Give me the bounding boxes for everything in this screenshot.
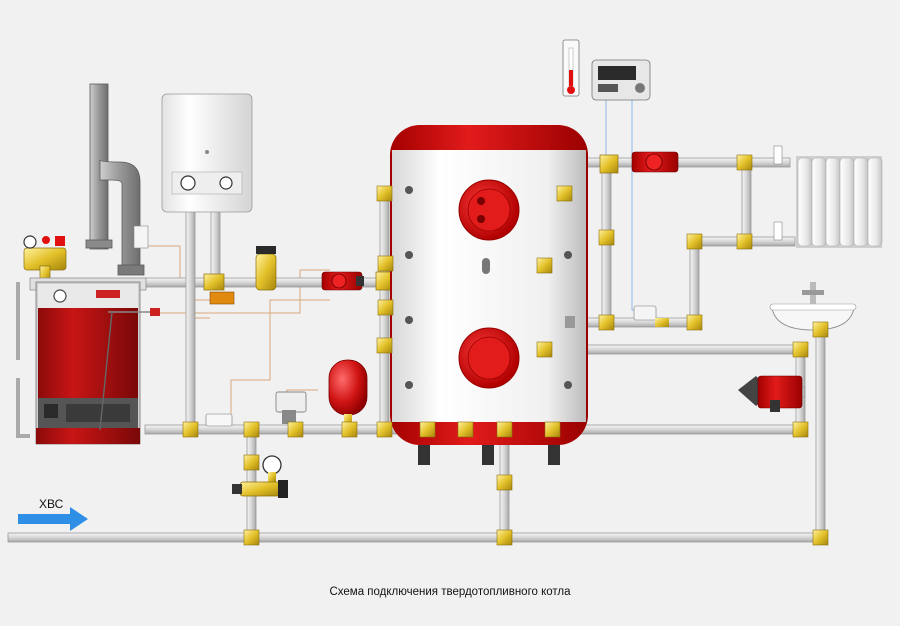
buffer-tank (390, 125, 588, 465)
circulation-pump-right (599, 151, 679, 327)
chimney (85, 83, 145, 276)
fill-valve-group (232, 455, 288, 498)
gas-boiler (133, 93, 253, 249)
cold-water-arrow (18, 507, 88, 531)
cold-water-label: ХВС (39, 497, 64, 511)
valve-group-left (203, 246, 395, 305)
pellet-burner (738, 375, 803, 412)
expansion-vessel (328, 359, 368, 426)
temperature-controller (591, 59, 651, 101)
pipe-fittings (182, 154, 829, 546)
safety-group (23, 235, 67, 283)
radiator (773, 145, 883, 248)
thermometer (562, 39, 580, 97)
pressure-switch (205, 391, 307, 427)
solid-fuel-boiler (16, 277, 160, 445)
diagram-caption: Схема подключения твердотопливного котла (329, 586, 571, 598)
